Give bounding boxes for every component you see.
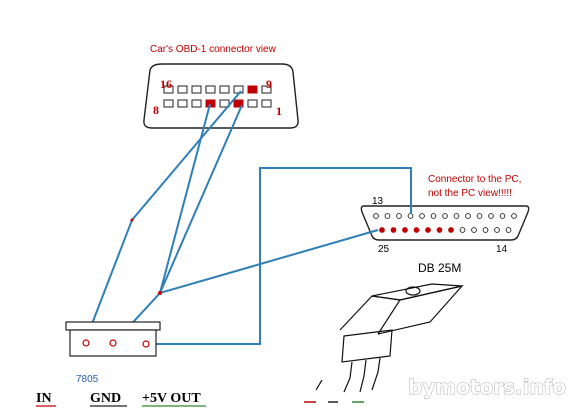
db25-pin (476, 213, 483, 219)
db25-note-line1: Connector to the PC, (428, 174, 521, 185)
watermark: bymotors.info (408, 375, 566, 399)
obd-pin-9-label: 9 (266, 77, 272, 91)
db25-pin (419, 213, 425, 219)
db25-pin (505, 227, 512, 233)
db25-pin (471, 227, 477, 233)
obd-pin (247, 85, 258, 94)
db25-pin (442, 213, 448, 219)
regulator-pin-in (82, 339, 90, 347)
db25-pin (459, 227, 466, 233)
db25-pin (379, 227, 385, 233)
obd-pin (247, 99, 258, 108)
sketch-lead (315, 379, 323, 391)
db25-pin (465, 213, 471, 219)
obd-pin (233, 85, 244, 94)
sketch-lead (343, 361, 353, 393)
obd-pin (219, 99, 230, 108)
obd-pin (191, 99, 202, 108)
regulator-pin-out (142, 340, 150, 348)
db25-pin-14-label: 14 (496, 244, 508, 255)
db25-pin-25-label: 25 (378, 244, 390, 255)
regulator-label-in: IN (36, 391, 52, 406)
obd-pin (177, 85, 188, 94)
sketch-tab-side (339, 295, 402, 335)
regulator-sketch (315, 283, 464, 393)
db25-pin (390, 227, 397, 233)
db25-pin (436, 227, 443, 233)
db25-pin (402, 227, 408, 233)
wire-junction (130, 218, 134, 222)
sketch-lead (371, 357, 381, 391)
sketch-body (341, 329, 393, 363)
obd-pin (191, 85, 202, 94)
db25-pin (453, 213, 460, 219)
obd-pin (177, 99, 188, 108)
obd-pin (163, 85, 174, 94)
db25-note-line2: not the PC view!!!!! (428, 188, 512, 199)
db25-pin (430, 213, 437, 219)
db25-pin (448, 227, 454, 233)
db25-pin-13-label: 13 (372, 196, 384, 207)
regulator-tab (65, 321, 161, 331)
db25-pins (373, 213, 517, 233)
db25-pin (511, 213, 517, 219)
db25-pin (499, 213, 506, 219)
obd-pin-8-label: 8 (153, 103, 159, 117)
obd-pin (205, 99, 216, 108)
wire-power (111, 103, 211, 346)
regulator-label-gnd: GND (90, 391, 121, 406)
regulator-pin-gnd (109, 339, 117, 347)
obd-pin (219, 85, 230, 94)
sketch-lead (359, 359, 367, 393)
regulator-model: 7805 (76, 374, 99, 385)
obd-pin (163, 99, 174, 108)
obd-pin (261, 99, 272, 108)
db25-pin (425, 227, 431, 233)
db25-pin (413, 227, 420, 233)
sketch-tab-front (377, 285, 464, 335)
db25-pin (494, 227, 500, 233)
db25-pin (482, 227, 489, 233)
obd-pin (261, 85, 272, 94)
wire-signal (158, 104, 379, 295)
regulator-front (65, 321, 161, 357)
db25-pin (396, 213, 402, 219)
wire-junction (158, 291, 162, 295)
regulator-label-out: +5V OUT (142, 391, 201, 406)
obd-pin-1-label: 1 (276, 104, 282, 118)
db25-pin (373, 213, 379, 219)
obd-pin-16-label: 16 (160, 77, 172, 91)
obd-pin (233, 99, 244, 108)
obd-pin (205, 85, 216, 94)
obd-connector-shell (143, 63, 299, 129)
db25-pin (488, 213, 494, 219)
wire-5v-out (146, 167, 412, 345)
obd-title: Car's OBD-1 connector view (150, 44, 277, 55)
db25-pin (407, 213, 414, 219)
db25-pin (384, 213, 391, 219)
sketch-mount-hole (405, 286, 421, 296)
db25-connector-shell (360, 205, 530, 241)
obd-pins (163, 85, 272, 108)
db25-name: DB 25M (418, 261, 461, 275)
